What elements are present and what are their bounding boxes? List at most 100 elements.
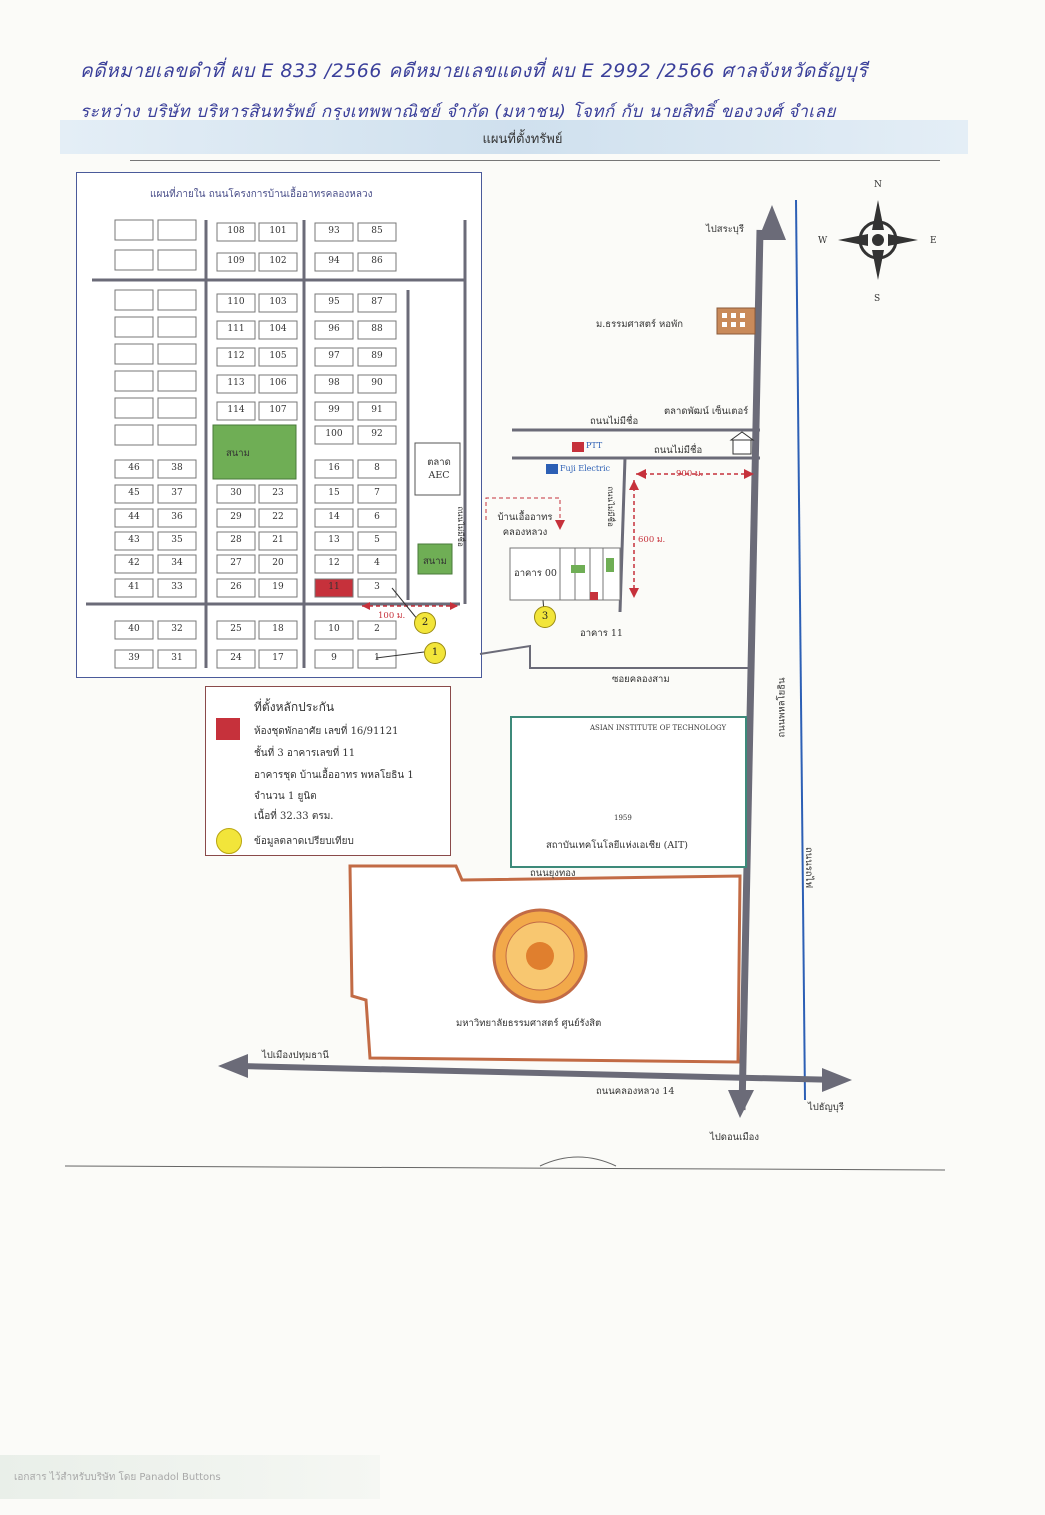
phahonyothin-label: ถนนพหลโยธิน — [776, 677, 788, 738]
lot-number: 17 — [272, 653, 284, 663]
lot-box — [357, 484, 397, 504]
dorm-building-icon — [716, 307, 756, 335]
lot-box — [258, 293, 298, 313]
lot-number: 18 — [272, 624, 284, 634]
lot-box — [216, 649, 256, 669]
klong-luang-road — [239, 1063, 841, 1083]
lot-number: 40 — [128, 624, 140, 634]
lot-box — [314, 293, 354, 313]
lot-number: 86 — [371, 256, 383, 266]
to-thanyaburi-label: ไปธัญบุรี — [808, 1102, 844, 1113]
lot-number: 22 — [272, 512, 284, 522]
lot-box — [216, 347, 256, 367]
comparison-point-3: 3 — [534, 606, 556, 628]
lot-box — [357, 293, 397, 313]
lot-box — [216, 320, 256, 340]
legend-title: ที่ตั้งหลักประกัน — [254, 700, 335, 714]
lot-box — [216, 401, 256, 421]
lot-number: 96 — [328, 324, 340, 334]
lot-box — [258, 222, 298, 242]
ait-seal-text: ASIAN INSTITUTE OF TECHNOLOGY — [590, 724, 727, 732]
to-saraburi-label: ไปสระบุรี — [706, 224, 744, 235]
lot-box — [357, 531, 397, 551]
lot-number: 3 — [374, 582, 380, 592]
road-label-1: ถนนไม่มีชื่อ — [590, 416, 639, 427]
lot-number: 87 — [371, 297, 383, 307]
tu-name-label: มหาวิทยาลัยธรรมศาสตร์ ศูนย์รังสิต — [456, 1018, 602, 1029]
lot-number: 21 — [272, 535, 284, 545]
lot-box — [357, 320, 397, 340]
lot-box — [357, 554, 397, 574]
lot-number: 33 — [171, 582, 183, 592]
page-title: แผนที่ตั้งทรัพย์ — [482, 132, 563, 147]
legend-line4: จำนวน 1 ยูนิต — [254, 791, 317, 802]
footer-watermark: เอกสาร ไว้สำหรับบริษัท โดย Panadol Butto… — [14, 1472, 221, 1483]
lot-number: 31 — [171, 653, 183, 663]
parties-line: ระหว่าง บริษัท บริหารสินทรัพย์ กรุงเทพพา… — [80, 102, 836, 122]
lot-box — [157, 459, 197, 479]
phahonyothin-road — [738, 229, 764, 1111]
lot-box — [357, 620, 397, 640]
lot-box — [314, 222, 354, 242]
legend-line3: อาคารชุด บ้านเอื้ออาทร พหลโยธิน 1 — [254, 770, 414, 781]
lot-number: 105 — [269, 351, 287, 361]
title-band — [60, 120, 968, 154]
compass-n: N — [874, 180, 882, 190]
lot-box — [357, 252, 397, 272]
lot-number: 90 — [371, 378, 383, 388]
lot-number: 94 — [328, 256, 340, 266]
lot-box — [157, 578, 197, 598]
lot-number: 42 — [128, 558, 140, 568]
lot-number: 38 — [171, 463, 183, 473]
market-aec-label: ตลาด AEC — [427, 457, 451, 481]
lot-box — [314, 252, 354, 272]
lot-box — [258, 484, 298, 504]
lot-box — [114, 484, 154, 504]
lot-number: 8 — [374, 463, 380, 473]
small-park — [417, 543, 453, 575]
estate-road-label: ถนนไม่มีชื่อ — [455, 506, 465, 547]
lot-box — [216, 620, 256, 640]
comparison-point-2: 2 — [414, 612, 436, 634]
legend-circle-label: ข้อมูลตลาดเปรียบเทียบ — [254, 836, 354, 847]
side-road-label: ถนนไม่มีชื่อ — [605, 486, 615, 527]
lot-box — [157, 554, 197, 574]
arrow-north — [758, 205, 786, 240]
lot-box — [314, 531, 354, 551]
building-00-label: อาคาร 00 — [514, 568, 557, 579]
lot-box — [216, 293, 256, 313]
lot-box — [314, 649, 354, 669]
lot-box — [114, 508, 154, 528]
case-number-line: คดีหมายเลขดำที่ ผบ E 833 /2566 คดีหมายเล… — [80, 60, 868, 82]
lot-number: 97 — [328, 351, 340, 361]
lot-number: 89 — [371, 351, 383, 361]
lot-number: 112 — [227, 351, 245, 361]
lot-number: 93 — [328, 226, 340, 236]
ait-year: 1959 — [614, 814, 632, 822]
lot-number: 34 — [171, 558, 183, 568]
lot-number: 95 — [328, 297, 340, 307]
lot-number: 41 — [128, 582, 140, 592]
legend-box — [205, 686, 451, 856]
lot-number: 15 — [328, 488, 340, 498]
lot-box — [258, 252, 298, 272]
lot-number: 102 — [269, 256, 287, 266]
lot-number: 103 — [269, 297, 287, 307]
lot-number: 19 — [272, 582, 284, 592]
building-11-label: อาคาร 11 — [580, 628, 623, 639]
lot-number: 46 — [128, 463, 140, 473]
park-label: สนาม — [226, 448, 250, 459]
north-road-label: ถนนยุงทอง — [530, 868, 576, 879]
lot-number: 14 — [328, 512, 340, 522]
lot-box — [114, 531, 154, 551]
distance-100-label: 100 ม. — [378, 611, 406, 621]
canal-road-label: ซอยคลองสาม — [612, 674, 670, 685]
lot-box — [216, 374, 256, 394]
lot-box — [114, 459, 154, 479]
lot-box — [114, 554, 154, 574]
lot-box — [258, 649, 298, 669]
lot-number: 101 — [269, 226, 287, 236]
lot-box — [157, 508, 197, 528]
lot-number: 28 — [230, 535, 242, 545]
lot-box — [258, 620, 298, 640]
